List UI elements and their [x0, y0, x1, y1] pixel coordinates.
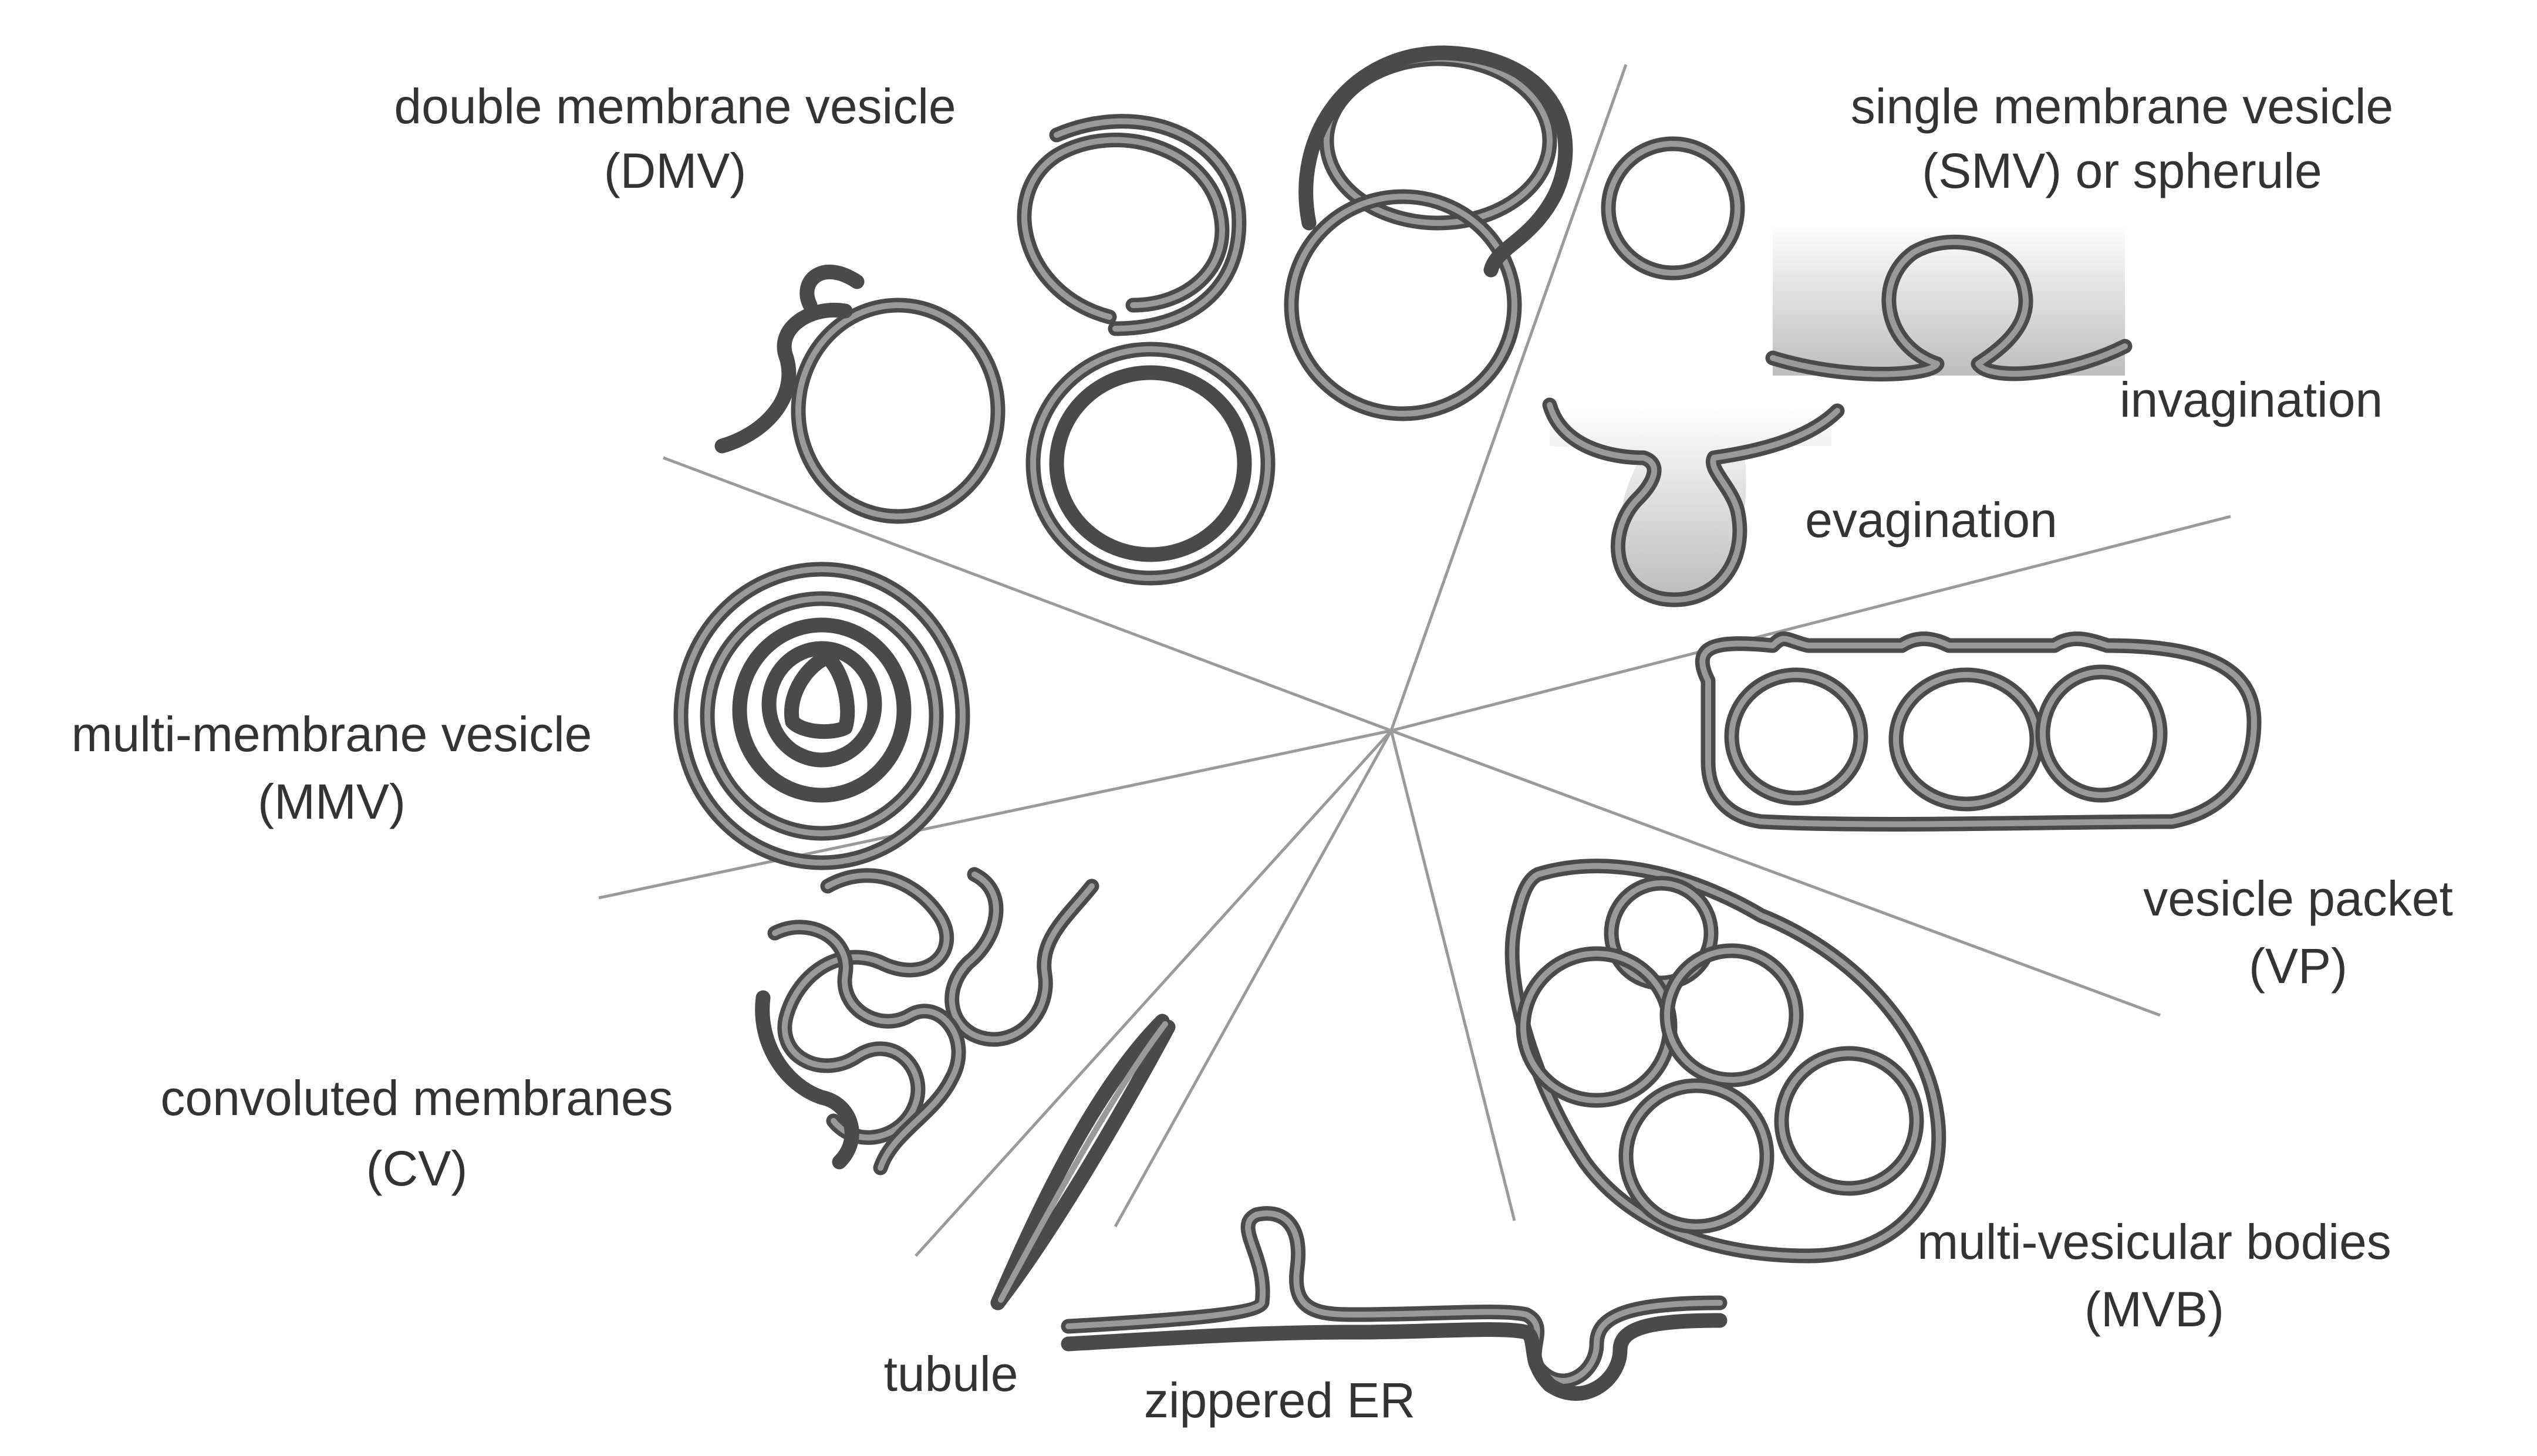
- divider-line: [1391, 515, 2231, 732]
- smv-label: single membrane vesicle: [1851, 79, 2393, 134]
- smv-illustration: [1542, 136, 2133, 607]
- mmv-label: multi-membrane vesicle: [72, 707, 592, 762]
- evagination-label: evagination: [1805, 492, 2057, 548]
- cv-abbrev-label: (CV): [366, 1141, 468, 1196]
- dmv-label: double membrane vesicle: [394, 79, 956, 134]
- divider-line: [1389, 64, 1628, 731]
- divider-line: [1114, 729, 1393, 1228]
- divider-line: [1391, 729, 2161, 1017]
- smv-abbrev-label: (SMV) or spherule: [1922, 143, 2322, 198]
- mmv-abbrev-label: (MMV): [258, 774, 406, 829]
- divider-line: [663, 456, 1392, 732]
- mvb-abbrev-label: (MVB): [2084, 1282, 2224, 1337]
- sector-dividers: [598, 64, 2231, 1257]
- labels: double membrane vesicle (DMV) single mem…: [72, 79, 2453, 1428]
- vp-abbrev-label: (VP): [2249, 938, 2347, 994]
- tubule-label: tubule: [884, 1346, 1018, 1401]
- cv-label: convoluted membranes: [160, 1070, 673, 1126]
- vp-label: vesicle packet: [2143, 871, 2453, 926]
- zippered-er-illustration: [1061, 1206, 1728, 1401]
- cv-illustration: [755, 867, 1099, 1175]
- divider-line: [1389, 730, 1516, 1221]
- dmv-abbrev-label: (DMV): [604, 143, 747, 198]
- vp-illustration: [1695, 631, 2262, 832]
- mvb-label: multi-vesicular bodies: [1917, 1214, 2391, 1269]
- mmv-illustration: [673, 562, 970, 870]
- dmv-illustration: [714, 45, 1573, 586]
- divider-line: [598, 729, 1392, 900]
- invagination-label: invagination: [2120, 372, 2383, 427]
- mvb-illustration: [1504, 859, 1946, 1264]
- divider-line: [915, 729, 1392, 1257]
- tubule-illustration: [990, 1014, 1176, 1310]
- zippered-er-label: zippered ER: [1144, 1373, 1415, 1428]
